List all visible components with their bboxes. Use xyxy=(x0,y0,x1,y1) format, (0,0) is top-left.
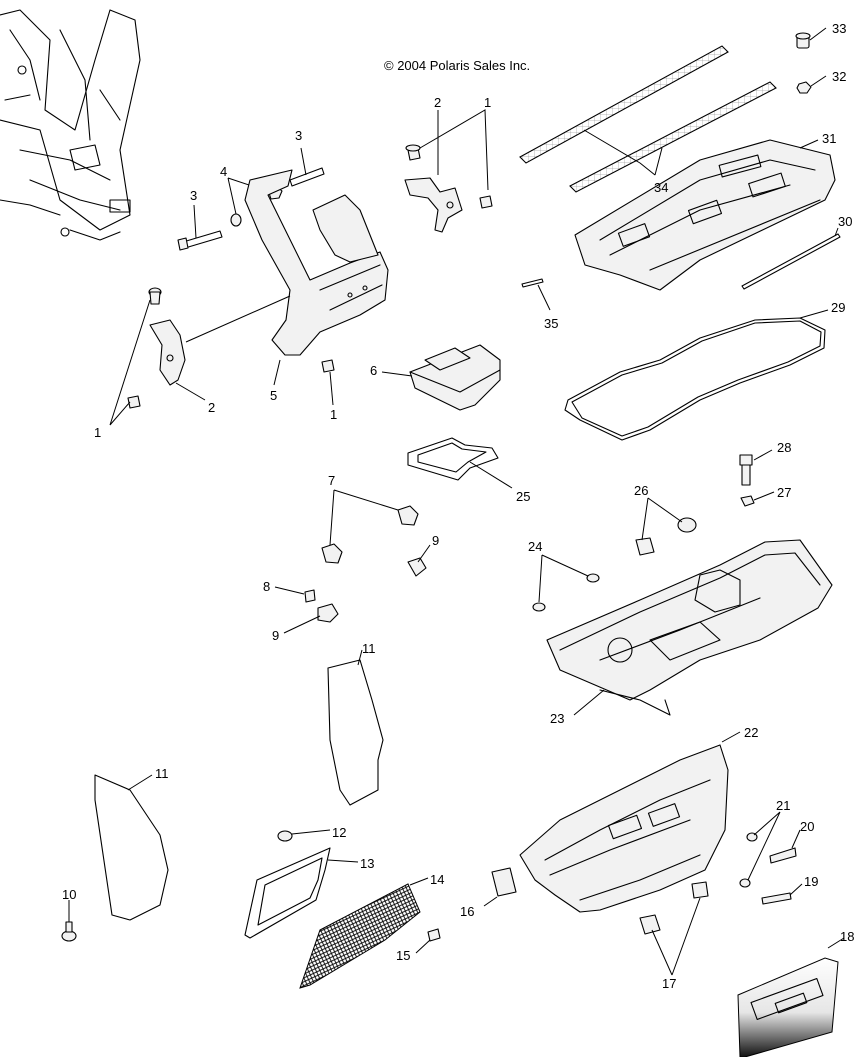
rack-rails xyxy=(519,45,777,193)
callout-7: 7 xyxy=(328,473,335,488)
side-cover-center xyxy=(327,659,384,806)
fastener-top-left xyxy=(148,287,162,305)
callout-14: 14 xyxy=(430,872,444,887)
clip-left xyxy=(321,543,343,564)
callout-4: 4 xyxy=(220,164,227,179)
callout-20: 20 xyxy=(800,819,814,834)
clip-right xyxy=(397,505,419,526)
callout-6: 6 xyxy=(370,363,377,378)
callout-1-top: 1 xyxy=(484,95,491,110)
washer-21-bottom xyxy=(739,878,751,888)
fastener-upper-right xyxy=(479,195,493,209)
callout-33: 33 xyxy=(832,21,846,36)
callout-17: 17 xyxy=(662,976,676,991)
callout-24: 24 xyxy=(528,539,542,554)
rack-seal xyxy=(564,317,826,441)
fastener-5-right xyxy=(321,359,335,373)
callout-15: 15 xyxy=(396,948,410,963)
washer-27 xyxy=(740,495,755,507)
callout-1-left: 1 xyxy=(94,425,101,440)
rear-rack xyxy=(574,139,836,291)
screw-15 xyxy=(427,928,441,942)
callout-3-top: 3 xyxy=(295,128,302,143)
callout-26: 26 xyxy=(634,483,648,498)
fastener-upper-left xyxy=(405,144,421,161)
bolt-28 xyxy=(739,454,753,486)
bolt-19 xyxy=(761,892,792,905)
callout-12: 12 xyxy=(332,825,346,840)
bracket-upper xyxy=(404,177,463,233)
callout-23: 23 xyxy=(550,711,564,726)
pad-17-right xyxy=(691,881,709,899)
plug-24-left xyxy=(532,602,546,612)
side-cover-left xyxy=(94,774,169,921)
callout-25: 25 xyxy=(516,489,530,504)
callout-16: 16 xyxy=(460,904,474,919)
callout-8: 8 xyxy=(263,579,270,594)
bolt-long-left xyxy=(182,230,223,249)
callout-34: 34 xyxy=(654,180,668,195)
washer-12 xyxy=(277,830,293,842)
grille-frame xyxy=(244,847,331,939)
callout-30: 30 xyxy=(838,214,852,229)
callout-18: 18 xyxy=(840,929,854,944)
grille-mesh xyxy=(299,883,421,989)
callout-10: 10 xyxy=(62,887,76,902)
callout-11-left: 11 xyxy=(155,766,169,781)
callout-28: 28 xyxy=(777,440,791,455)
plug xyxy=(795,32,811,49)
callout-1-right: 1 xyxy=(330,407,337,422)
callout-9-top: 9 xyxy=(432,533,439,548)
callout-5: 5 xyxy=(270,388,277,403)
gasket-frame xyxy=(407,437,499,481)
bracket-lower xyxy=(149,319,186,386)
bolt-long-top xyxy=(289,167,325,187)
callout-31: 31 xyxy=(822,131,836,146)
grommet-26-left xyxy=(635,537,655,556)
clip-9-lower xyxy=(317,603,339,623)
bolt-20 xyxy=(769,847,797,864)
nut xyxy=(796,81,812,94)
plug-24-right xyxy=(586,573,600,583)
callout-13: 13 xyxy=(360,856,374,871)
pad-17-left xyxy=(639,914,661,935)
front-bumper xyxy=(519,744,729,913)
copyright-text: © 2004 Polaris Sales Inc. xyxy=(384,58,530,73)
callout-22: 22 xyxy=(744,725,758,740)
vehicle-frame xyxy=(0,9,141,241)
callout-27: 27 xyxy=(777,485,791,500)
callout-35: 35 xyxy=(544,316,558,331)
callout-2-left: 2 xyxy=(208,400,215,415)
callout-29: 29 xyxy=(831,300,845,315)
fastener-bottom-left xyxy=(127,395,141,409)
seal-strip xyxy=(741,233,841,290)
callout-3-left: 3 xyxy=(190,188,197,203)
washer-4 xyxy=(230,213,242,227)
screw-10 xyxy=(61,921,77,942)
callout-11-center: 11 xyxy=(362,641,376,656)
pad-16 xyxy=(491,867,517,897)
electrical-box xyxy=(409,344,501,411)
callout-2-top: 2 xyxy=(434,95,441,110)
clip-9 xyxy=(407,557,427,577)
front-bracket-assembly xyxy=(244,169,389,356)
pin xyxy=(521,278,544,288)
callout-19: 19 xyxy=(804,874,818,889)
callout-21: 21 xyxy=(776,798,790,813)
grommet-26-right xyxy=(677,517,697,533)
callout-9-lower: 9 xyxy=(272,628,279,643)
screw-8 xyxy=(304,589,316,603)
callout-32: 32 xyxy=(832,69,846,84)
storage-box xyxy=(546,539,833,716)
front-nameplate xyxy=(737,957,839,1057)
